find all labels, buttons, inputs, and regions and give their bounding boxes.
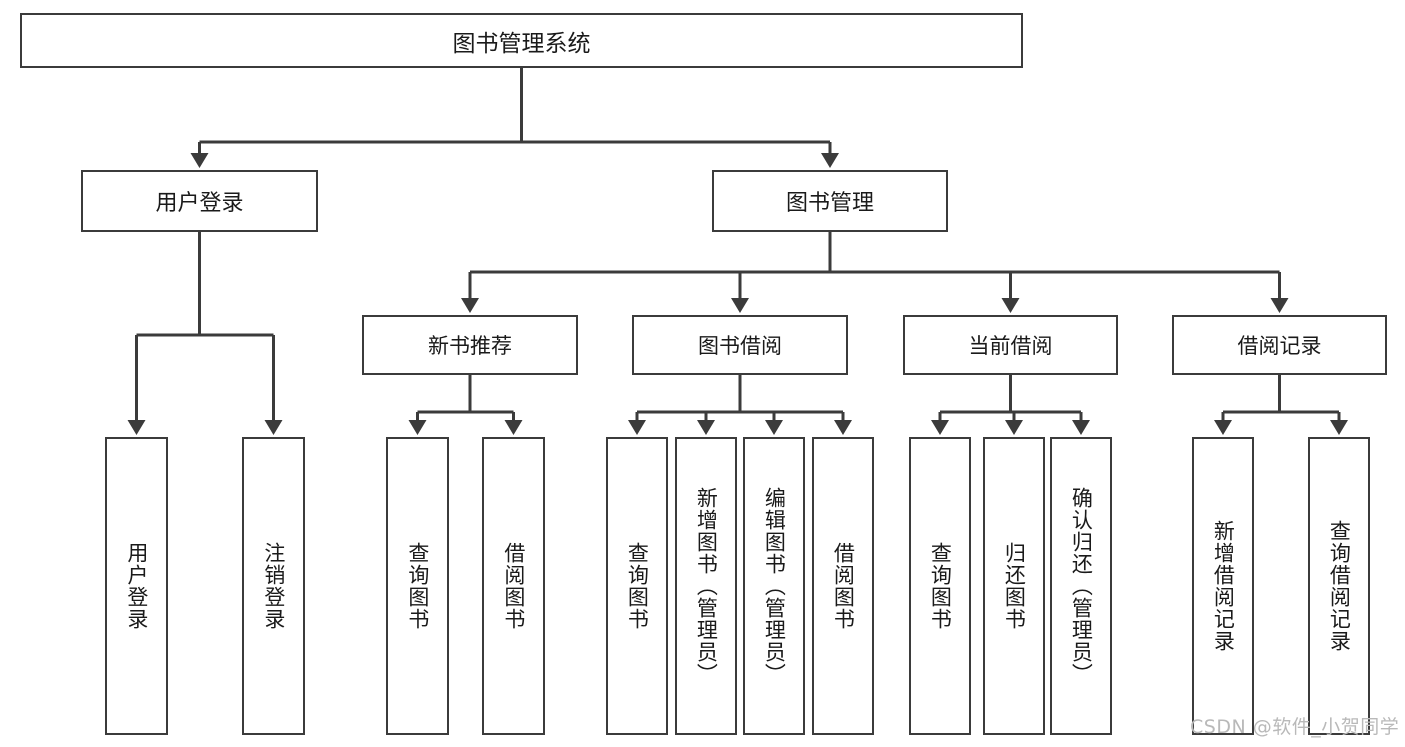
node-leaf-borrow-book-2[interactable]: 借阅图书 [812, 437, 874, 735]
node-label: 借阅图书 [831, 542, 856, 630]
node-label: 查询图书 [625, 542, 650, 630]
node-leaf-return-book[interactable]: 归还图书 [983, 437, 1045, 735]
node-borrow-record[interactable]: 借阅记录 [1172, 315, 1387, 375]
node-book-manage[interactable]: 图书管理 [712, 170, 948, 232]
node-label: 注销登录 [261, 542, 286, 630]
node-leaf-query-book-3[interactable]: 查询图书 [909, 437, 971, 735]
node-label: 查询图书 [405, 542, 430, 630]
node-leaf-confirm-return[interactable]: 确认归还（管理员） [1050, 437, 1112, 735]
node-label: 编辑图书（管理员） [762, 487, 787, 685]
node-leaf-borrow-book-1[interactable]: 借阅图书 [482, 437, 545, 735]
node-label: 图书管理 [785, 191, 874, 216]
node-leaf-edit-book[interactable]: 编辑图书（管理员） [743, 437, 805, 735]
node-label: 查询图书 [928, 542, 953, 630]
node-label: 新书推荐 [428, 334, 512, 358]
node-leaf-query-book-2[interactable]: 查询图书 [606, 437, 668, 735]
node-new-book-recommend[interactable]: 新书推荐 [362, 315, 578, 375]
node-label: 新增借阅记录 [1211, 520, 1236, 652]
node-label: 用户登录 [155, 191, 244, 216]
node-leaf-add-record[interactable]: 新增借阅记录 [1192, 437, 1254, 735]
node-leaf-logout[interactable]: 注销登录 [242, 437, 305, 735]
node-label: 新增图书（管理员） [694, 487, 719, 685]
node-label: 查询借阅记录 [1327, 520, 1352, 652]
node-leaf-add-book[interactable]: 新增图书（管理员） [675, 437, 737, 735]
node-label: 当前借阅 [968, 334, 1053, 358]
node-root[interactable]: 图书管理系统 [20, 13, 1023, 68]
node-user-login[interactable]: 用户登录 [81, 170, 318, 232]
node-label: 归还图书 [1002, 542, 1027, 630]
node-current-borrow[interactable]: 当前借阅 [903, 315, 1118, 375]
node-label: 用户登录 [124, 542, 149, 630]
node-label: 图书借阅 [698, 334, 782, 358]
node-label: 借阅记录 [1237, 334, 1322, 358]
node-label: 借阅图书 [501, 542, 526, 630]
watermark: CSDN @软件_小贺同学 [1190, 716, 1400, 738]
node-leaf-user-login[interactable]: 用户登录 [105, 437, 168, 735]
node-label: 确认归还（管理员） [1069, 487, 1094, 685]
node-leaf-query-record[interactable]: 查询借阅记录 [1308, 437, 1370, 735]
node-leaf-query-book-1[interactable]: 查询图书 [386, 437, 449, 735]
node-label: 图书管理系统 [452, 30, 591, 57]
node-book-borrow[interactable]: 图书借阅 [632, 315, 848, 375]
